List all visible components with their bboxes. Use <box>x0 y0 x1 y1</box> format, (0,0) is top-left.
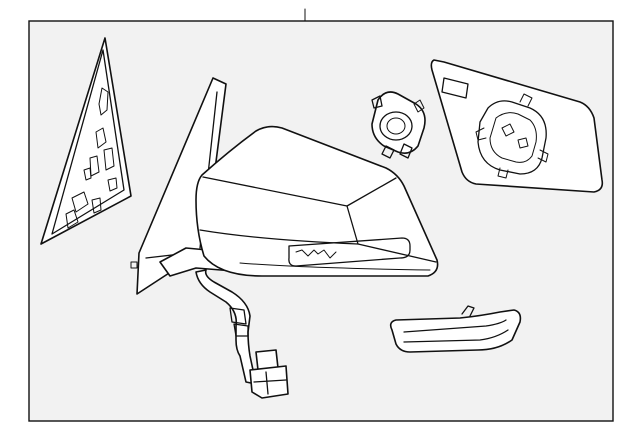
mirror-glass <box>430 59 604 193</box>
motor-actuator <box>371 91 426 159</box>
inner-triangle-cover <box>40 37 132 245</box>
wiring-harness <box>195 269 289 399</box>
turn-signal-lamp <box>389 305 522 353</box>
mirror-assembly <box>130 77 439 295</box>
